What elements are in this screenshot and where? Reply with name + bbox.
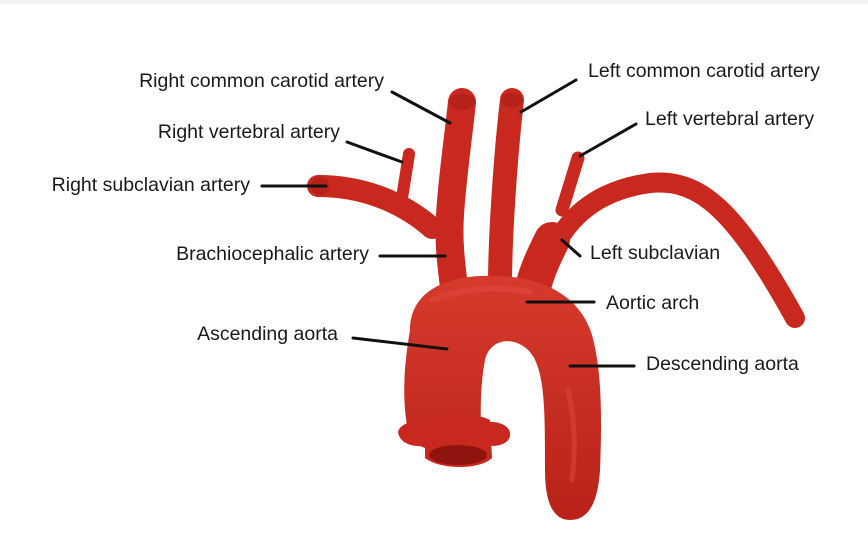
label-ascending-aorta: Ascending aorta [197, 323, 338, 345]
label-aortic-arch: Aortic arch [606, 292, 700, 314]
brachiocephalic-artery [435, 88, 476, 309]
arch-highlight [429, 285, 533, 303]
leader-left-subclavian [560, 238, 582, 258]
label-left-vertebral: Left vertebral artery [645, 108, 815, 130]
leader-left-vertebral [578, 122, 638, 158]
aortic-root-left-lobe [398, 421, 432, 447]
leader-left-common-carotid [519, 78, 578, 114]
label-brachiocephalic: Brachiocephalic artery [176, 243, 369, 265]
leader-right-common-carotid [390, 90, 452, 125]
left-carotid-tip [501, 93, 523, 107]
aortic-arch [404, 275, 602, 520]
label-right-common-carotid: Right common carotid artery [139, 70, 384, 92]
aortic-root-opening [429, 445, 487, 465]
right-carotid-tip [449, 94, 475, 110]
left-common-carotid-artery [488, 88, 524, 297]
descending-highlight [565, 387, 577, 483]
label-right-vertebral: Right vertebral artery [157, 121, 340, 143]
label-right-subclavian: Right subclavian artery [51, 174, 250, 196]
label-descending-aorta: Descending aorta [646, 353, 799, 375]
left-vertebral-artery [555, 151, 585, 217]
leader-lines [260, 78, 638, 368]
label-left-common-carotid: Left common carotid artery [588, 60, 820, 82]
leader-ascending-aorta [351, 336, 449, 351]
right-vertebral-artery [396, 148, 415, 204]
label-left-subclavian: Left subclavian [590, 242, 721, 264]
leader-right-vertebral [345, 140, 404, 164]
left-subclavian-artery [538, 172, 805, 328]
top-border [0, 0, 868, 4]
right-subclavian-artery [307, 175, 443, 239]
